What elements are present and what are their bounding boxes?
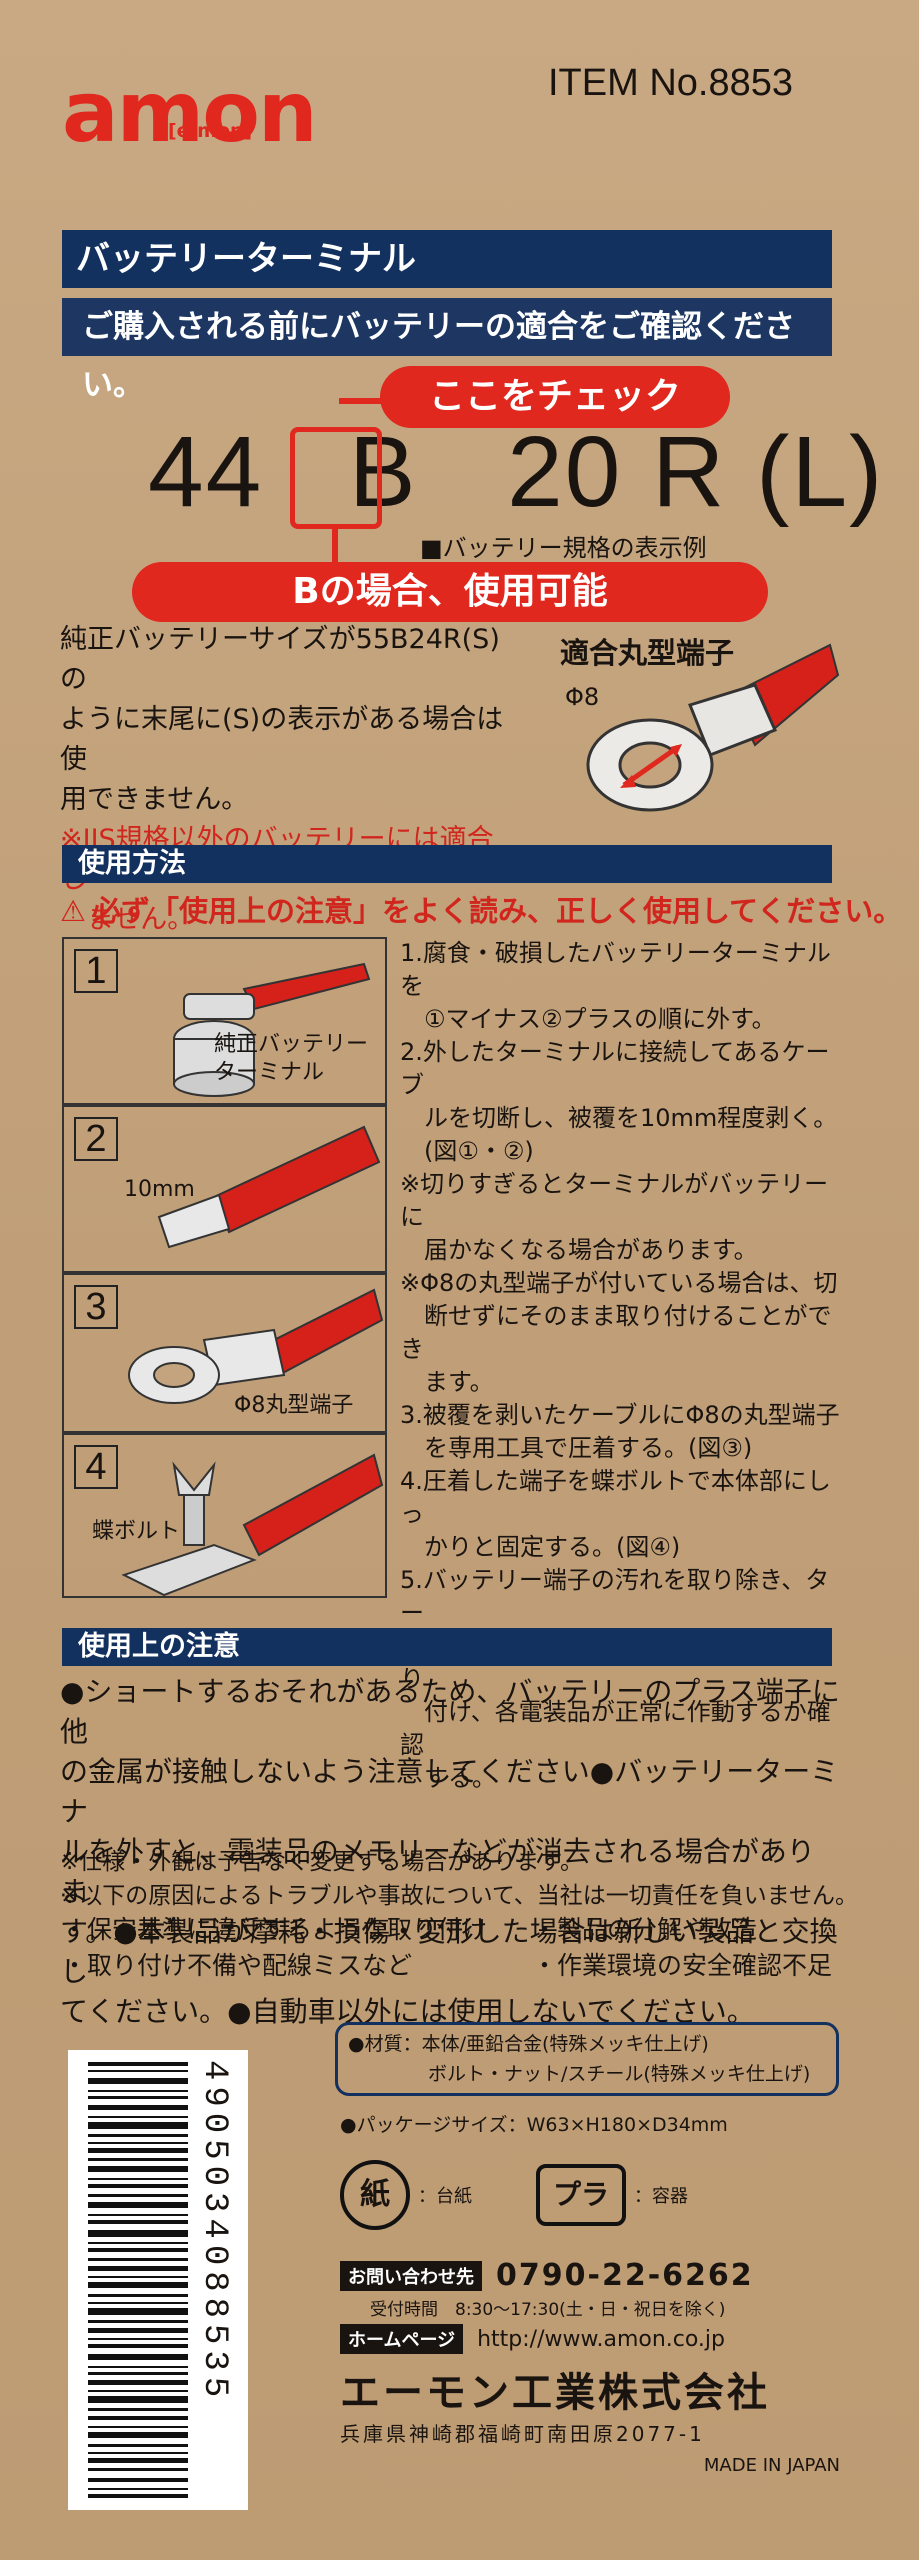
usage-steps: 1.腐食・破損したバッテリーターミナルを ①マイナス②プラスの順に外す。 2.外… — [400, 937, 840, 1795]
caution-heading: 使用上の注意 — [62, 1628, 832, 1666]
homepage-label: ホームページ — [340, 2324, 464, 2354]
desc-line: 用できません。 — [60, 784, 249, 815]
ok-connector — [332, 527, 338, 567]
jis-warning-line: ません。 — [60, 904, 195, 935]
figure-label: 純正バッテリー ターミナル — [214, 1032, 369, 1085]
caution-line: ●ショートするおそれがあるため、バッテリーのプラス端子に他 — [60, 1675, 840, 1748]
barcode: 4905034088535 — [68, 2050, 248, 2510]
excluded-causes: ・保安基準に違反するような取り付け ・製品の分解や改造 ・取り付け不備や配線ミスな… — [62, 1912, 842, 1984]
disclaimer-line: ※以下の原因によるトラブルや事故について、当社は一切責任を負いません。 — [60, 1883, 859, 1909]
paper-recycle-icon: 紙 — [340, 2160, 410, 2230]
figure-number: 1 — [74, 949, 118, 993]
company-address: 兵庫県神崎郡福崎町南田原2077-1 — [340, 2422, 705, 2446]
step-item: 4.圧着した端子を蝶ボルトで本体部にしっ かりと固定する。(図④) — [400, 1467, 831, 1561]
recycle-marks: 紙 ：台紙 プラ ：容器 — [340, 2160, 688, 2230]
step-item: 3.被覆を剥いたケーブルにΦ8の丸型端子 を専用工具で圧着する。(図③) — [400, 1401, 840, 1462]
cable-strip-illustration — [157, 1125, 381, 1249]
amon-logo: amon — [62, 63, 318, 161]
figure-label: 蝶ボルト — [92, 1519, 181, 1544]
desc-line: ように末尾に(S)の表示がある場合は使 — [60, 704, 504, 775]
spec-length-terminal: 20 R (L) — [507, 416, 885, 528]
company-name: エーモン工業株式会社 — [340, 2370, 770, 2416]
usable-label: Bの場合、使用可能 — [132, 562, 768, 622]
business-hours: 受付時間 8:30〜17:30(土・日・祝日を除く) — [370, 2300, 726, 2320]
step-note: ※切りすぎるとターミナルがバッテリーに 届かなくなる場合があります。 — [400, 1170, 829, 1264]
usage-heading: 使用方法 — [62, 845, 832, 883]
figure-2: 2 10mm — [62, 1105, 387, 1273]
caution-line: ルを外すと、電装品のメモリーなどが消去される場合がありま — [60, 1835, 815, 1908]
homepage-url[interactable]: http://www.amon.co.jp — [477, 2326, 726, 2352]
figure-3: 3 Φ8丸型端子 — [62, 1273, 387, 1433]
figure-1: 1 純正バッテリー ターミナル — [62, 937, 387, 1105]
step-item: 1.腐食・破損したバッテリーターミナルを ①マイナス②プラスの順に外す。 — [400, 939, 831, 1033]
plastic-recycle-label: ：容器 — [634, 2186, 688, 2207]
phone-number: 0790-22-6262 — [496, 2258, 754, 2293]
barcode-number: 4905034088535 — [195, 2060, 233, 2404]
spec-highlight-box — [290, 427, 382, 529]
check-here-label: ここをチェック — [380, 366, 730, 428]
desc-line: 純正バッテリーサイズが55B24R(S)の — [60, 624, 500, 695]
compatibility-notice: ご購入される前にバッテリーの適合をご確認ください。 — [62, 298, 832, 403]
cause-item: ・保安基準に違反するような取り付け — [62, 1915, 488, 1944]
step-item: 2.外したターミナルに接続してあるケーブ ルを切断し、被覆を10mm程度剥く。 … — [400, 1038, 838, 1165]
crimped-terminal-illustration — [128, 1288, 384, 1404]
figure-number: 2 — [74, 1117, 118, 1161]
contact-block: お問い合わせ先 0790-22-6262 受付時間 8:30〜17:30(土・日… — [340, 2258, 840, 2476]
warning-icon: ⚠ — [60, 894, 86, 928]
figure-label: Φ8丸型端子 — [234, 1393, 354, 1418]
contact-label: お問い合わせ先 — [340, 2260, 482, 2291]
materials-box: ●材質：本体/亜鉛合金(特殊メッキ仕上げ) ボルト・ナット/スチール(特殊メッキ… — [335, 2022, 839, 2096]
figure-label: 10mm — [124, 1177, 195, 1202]
package-size: ●パッケージサイズ：W63×H180×D34mm — [340, 2114, 728, 2136]
spec-width-code: B — [348, 416, 418, 528]
usage-warning: ⚠必ず「使用上の注意」をよく読み、正しく使用してください。 — [60, 888, 902, 930]
terminal-removal-illustration — [173, 962, 371, 1097]
barcode-bars — [88, 2062, 188, 2498]
figure-number: 3 — [74, 1285, 118, 1329]
cause-item: ・取り付け不備や配線ミスなど — [62, 1951, 413, 1980]
disclaimer-notes: ※仕様・外観は予告なく変更する場合があります。 ※以下の原因によるトラブルや事故… — [60, 1845, 860, 1913]
logo-pronunciation: [é:mon] — [168, 120, 253, 142]
plastic-recycle-icon: プラ — [536, 2164, 626, 2226]
disclaimer-line: ※仕様・外観は予告なく変更する場合があります。 — [60, 1849, 583, 1875]
spec-capacity: 44 — [148, 416, 264, 528]
caution-line: の金属が接触しないよう注意してください●バッテリーターミナ — [60, 1755, 839, 1828]
cause-item: ・製品の分解や改造 — [532, 1915, 758, 1944]
cause-item: ・作業環境の安全確認不足 — [532, 1951, 833, 1980]
caution-line: す。●本製品が摩耗・損傷・変形した場合は新しい製品と交換し — [60, 1915, 838, 1988]
figure-4: 4 蝶ボルト — [62, 1433, 387, 1598]
battery-spec-example: 44 B 20 R (L) — [148, 422, 884, 522]
figure-number: 4 — [74, 1445, 118, 1489]
caution-text: ●ショートするおそれがあるため、バッテリーのプラス端子に他 の金属が接触しないよ… — [60, 1672, 840, 2032]
wing-bolt-illustration — [121, 1453, 384, 1597]
terminal-size-label: Φ8 — [565, 683, 600, 711]
materials-line: ●材質：本体/亜鉛合金(特殊メッキ仕上げ) — [348, 2033, 709, 2055]
ring-terminal-illustration — [586, 643, 840, 812]
materials-line: ボルト・ナット/スチール(特殊メッキ仕上げ) — [428, 2063, 811, 2085]
step-note: ※Φ8の丸型端子が付いている場合は、切 断せずにそのまま取り付けることができ ま… — [400, 1269, 838, 1396]
warning-text: 必ず「使用上の注意」をよく読み、正しく使用してください。 — [92, 894, 903, 928]
spec-note: ■バッテリー規格の表示例 — [420, 534, 707, 562]
made-in: MADE IN JAPAN — [703, 2455, 840, 2476]
compatible-terminal-title: 適合丸型端子 — [560, 636, 735, 670]
paper-recycle-label: ：台紙 — [418, 2186, 472, 2207]
product-title: バッテリーターミナル — [62, 230, 832, 288]
item-number: ITEM No.8853 — [548, 62, 793, 104]
check-connector — [339, 398, 384, 404]
